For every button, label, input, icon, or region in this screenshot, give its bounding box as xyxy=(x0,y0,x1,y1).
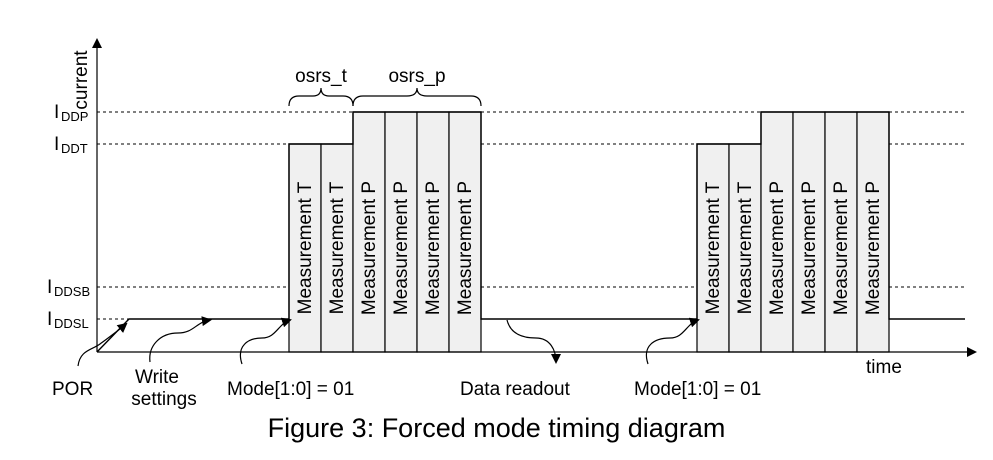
measurement-label: Measurement P xyxy=(863,181,884,315)
svg-text:I: I xyxy=(47,277,52,298)
cycle-1-labels: Measurement T Measurement T Measurement … xyxy=(295,181,476,315)
measurement-bar xyxy=(696,143,730,353)
write-settings-arrow xyxy=(149,316,212,363)
measurement-cycle-1 xyxy=(288,111,482,353)
write-settings-label: Write xyxy=(135,367,179,388)
measurement-label: Measurement T xyxy=(295,181,316,314)
measurement-bar xyxy=(352,111,386,353)
measurement-label: Measurement T xyxy=(703,181,724,314)
mode-1-arrow xyxy=(239,317,292,365)
measurement-bar xyxy=(856,111,890,353)
svg-text:DDSB: DDSB xyxy=(54,284,90,299)
mode-2-arrow xyxy=(645,317,700,365)
osrs-t-brace xyxy=(288,87,354,107)
write-settings-label-line2: settings xyxy=(131,389,196,410)
measurement-label: Measurement P xyxy=(767,181,788,315)
osrs-p-brace xyxy=(352,87,482,107)
measurement-label: Measurement T xyxy=(735,181,756,314)
cycle-2-labels: Measurement T Measurement T Measurement … xyxy=(703,181,884,315)
svg-text:DDT: DDT xyxy=(61,141,88,156)
data-readout-label: Data readout xyxy=(460,379,571,400)
level-label-iddp: I DDP xyxy=(54,102,88,124)
svg-text:DDSL: DDSL xyxy=(54,316,89,331)
measurement-label: Measurement P xyxy=(423,181,444,315)
measurement-label: Measurement P xyxy=(799,181,820,315)
por-label: POR xyxy=(52,379,93,400)
mode-label-2: Mode[1:0] = 01 xyxy=(634,379,761,400)
measurement-bar xyxy=(448,111,482,353)
measurement-label: Measurement P xyxy=(455,181,476,315)
measurement-label: Measurement P xyxy=(831,181,852,315)
x-axis-label: time xyxy=(866,357,902,378)
measurement-label: Measurement P xyxy=(359,181,380,315)
level-label-iddt: I DDT xyxy=(54,134,88,156)
level-label-iddsl: I DDSL xyxy=(47,309,89,331)
osrs-p-label: osrs_p xyxy=(388,66,445,87)
measurement-label: Measurement P xyxy=(391,181,412,315)
mode-label-1: Mode[1:0] = 01 xyxy=(227,379,354,400)
current-waveform xyxy=(96,111,965,353)
svg-text:DDP: DDP xyxy=(61,109,88,124)
por-arrow xyxy=(77,322,128,367)
bar-separators xyxy=(288,112,858,352)
osrs-t-label: osrs_t xyxy=(295,66,347,87)
level-label-iddsb: I DDSB xyxy=(47,277,90,299)
measurement-bar xyxy=(384,111,418,353)
svg-text:I: I xyxy=(54,102,59,123)
figure-caption: Figure 3: Forced mode timing diagram xyxy=(267,413,726,443)
data-readout-arrow xyxy=(506,319,561,364)
svg-text:I: I xyxy=(54,134,59,155)
measurement-cycle-2 xyxy=(696,111,890,353)
y-axis-label: current xyxy=(71,50,92,110)
measurement-label: Measurement T xyxy=(327,181,348,314)
svg-text:I: I xyxy=(47,309,52,330)
